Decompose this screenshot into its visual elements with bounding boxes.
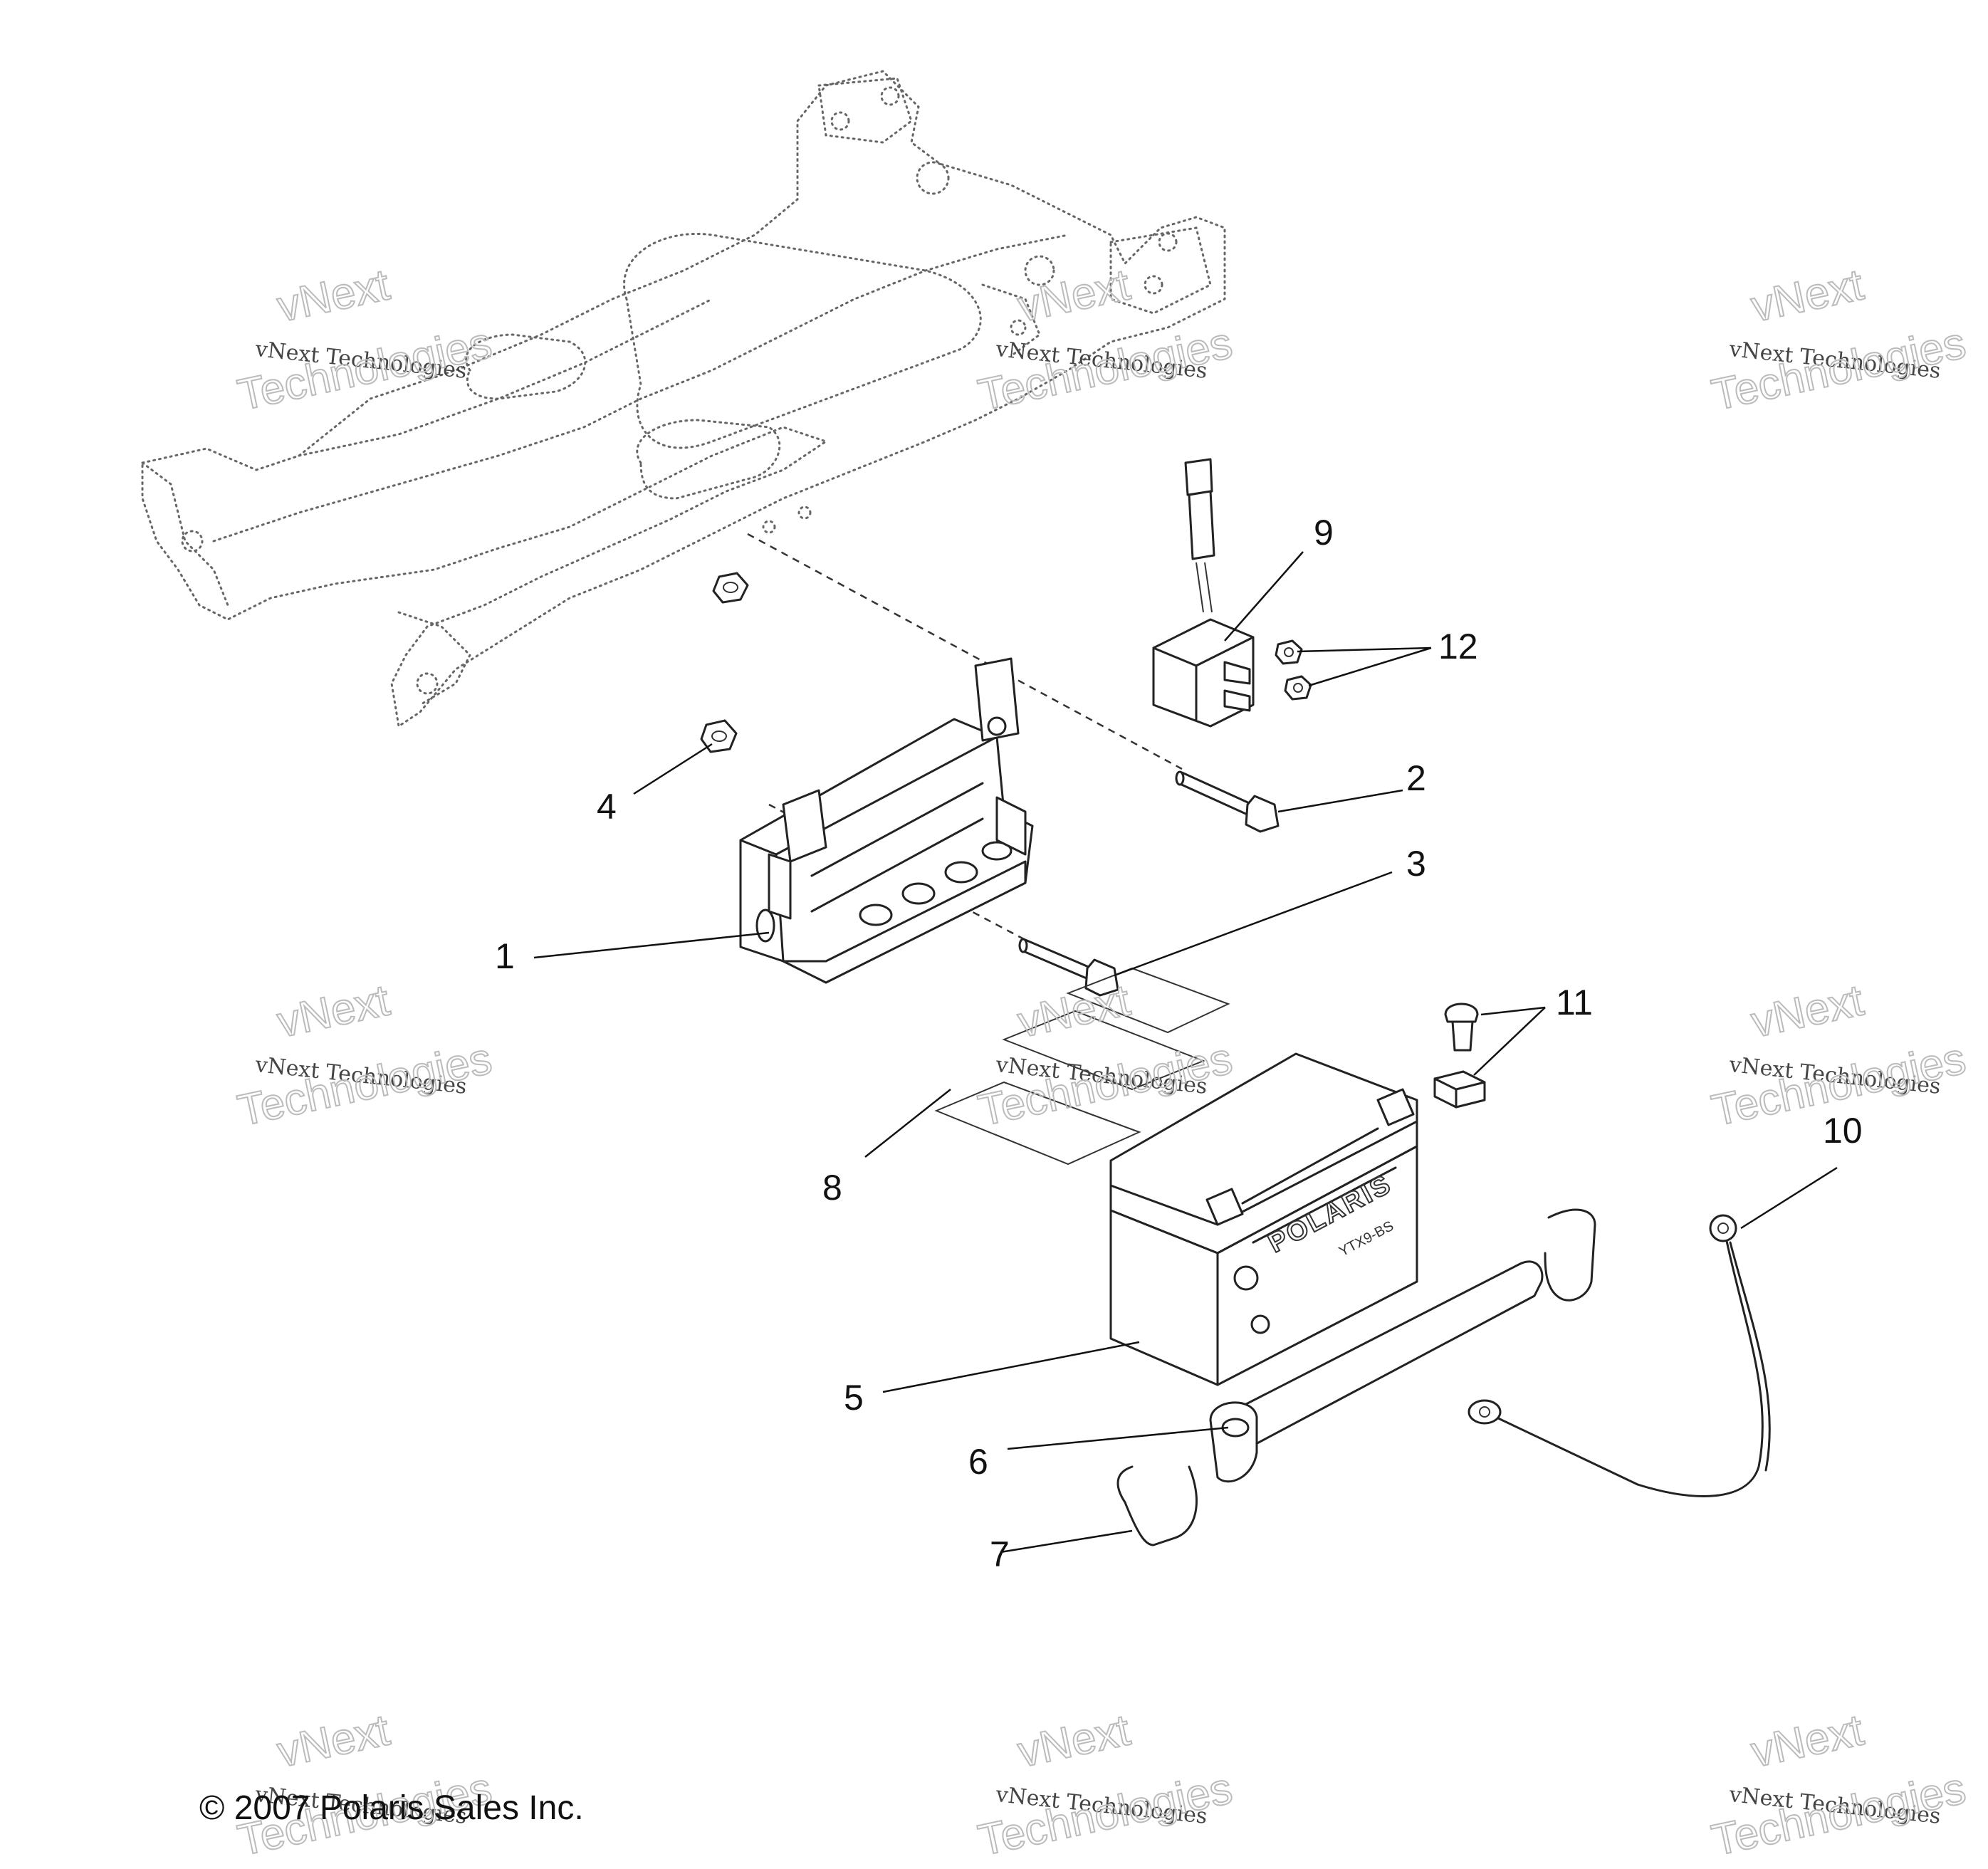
callout-4: 4 [597,787,617,827]
callout-8: 8 [822,1168,842,1208]
watermark-top-left-tech: Technologies [234,318,496,420]
watermark-bottom-right: vNext vNext Technologies Technologies [1707,1705,1970,1866]
callout-2: 2 [1406,758,1426,798]
watermark-top-left-vnext: vNext [273,260,394,331]
watermark-middle-left: vNext vNext Technologies Technologies [233,975,496,1136]
callout-11: 11 [1556,983,1593,1022]
watermark-bottom-center-tech: Technologies [974,1764,1236,1865]
callout-12: 12 [1438,627,1478,666]
frame-nut [712,572,749,604]
watermark-top-right: vNext vNext Technologies Technologies [1707,259,1970,421]
ground-cable [1468,1214,1771,1497]
battery-box-bracket [739,657,1034,984]
watermark-bottom-left: vNext vNext Technologies Technologies [233,1705,496,1866]
terminal-bolt-and-nut [1433,1002,1486,1109]
bolt-upper [1175,770,1280,833]
watermark-bottom-left-vnext: vNext [273,1705,394,1776]
callout-3: 3 [1406,844,1426,884]
watermark-top-right-vnext: vNext [1747,260,1868,331]
watermark-bottom-center-vnext: vNext [1014,1705,1134,1776]
callout-numbers: 1 2 3 4 5 6 7 8 9 10 11 12 [495,513,1863,1574]
battery: POLARIS YTX9-BS [1109,1052,1418,1386]
callout-9: 9 [1314,513,1334,553]
battery-strap [1209,1260,1544,1483]
hex-nut [700,719,738,753]
warning-decals [934,967,1230,1166]
callout-1: 1 [495,936,515,976]
mounting-axis-line [747,533,1183,770]
watermark-top-center-vnext: vNext [1014,260,1134,331]
watermark-top-center-tech: Technologies [974,318,1236,420]
leader-lines [533,551,1838,1554]
watermark-bottom-right-tech: Technologies [1707,1764,1969,1865]
watermark-bottom-right-vnext: vNext [1747,1705,1868,1776]
watermark-top-center: vNext vNext Technologies Technologies [973,259,1237,421]
watermark-middle-center-vnext: vNext [1014,975,1134,1047]
watermark-bottom-center: vNext vNext Technologies Technologies [973,1705,1237,1866]
vehicle-frame [141,70,1226,728]
strap-hooks [1116,1208,1596,1546]
watermark-top-left: vNext vNext Technologies Technologies [233,259,496,421]
callout-7: 7 [990,1534,1010,1574]
starter-solenoid [1152,458,1255,728]
watermark-top-right-tech: Technologies [1707,318,1969,420]
callout-6: 6 [968,1442,988,1482]
copyright-notice: © 2007 Polaris Sales Inc. [199,1789,584,1827]
callout-10: 10 [1823,1111,1863,1151]
solenoid-terminal-nuts [1275,639,1312,701]
watermark-middle-left-vnext: vNext [273,975,394,1047]
watermark-middle-left-tech: Technologies [234,1034,496,1136]
bolt-lower [1018,938,1119,997]
callout-5: 5 [844,1378,864,1418]
watermark-middle-right-vnext: vNext [1747,975,1868,1047]
